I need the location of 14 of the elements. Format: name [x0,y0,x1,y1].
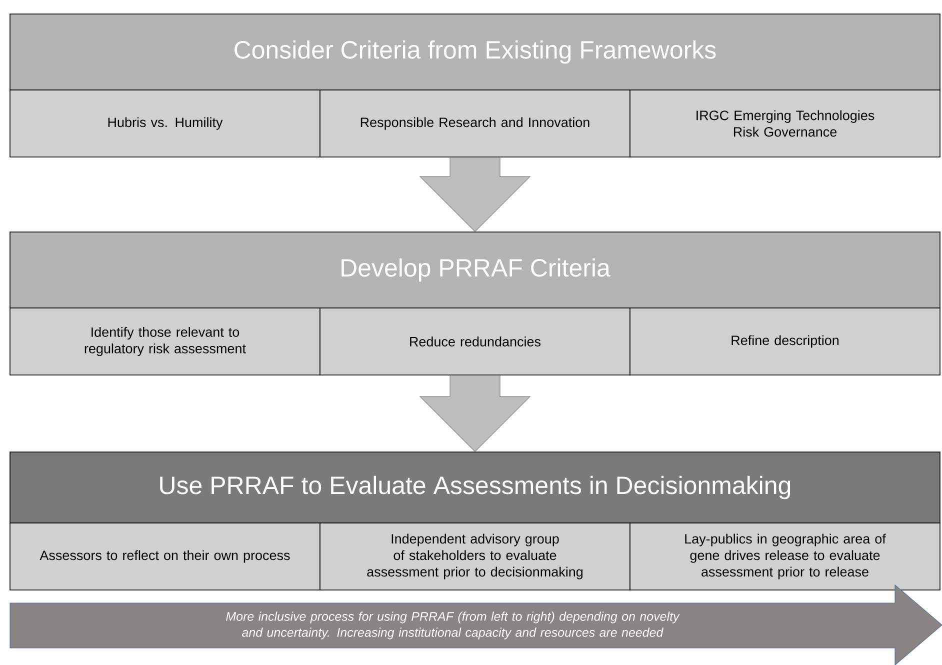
block-arrow [419,157,531,232]
text-cell: Independent advisory group of stakeholders to evaluate assessment prior to decisionmaking [320,522,630,590]
block-arrow [419,375,531,452]
text-cell: IRGC Emerging Technologies Risk Governance [630,90,940,158]
text-cell: Assessors to reflect on their own process [10,522,320,590]
text-cell: Lay-publics in geographic area of gene drives release to evaluate assessment prior to release [630,522,940,590]
header-band: Consider Criteria from Existing Frameworks [10,14,940,90]
header-band: Develop PRRAF Criteria [10,232,940,308]
text-cell: Hubris vs. Humility [10,90,320,158]
text-cell: Reduce redundancies [320,308,630,376]
header-band: Use PRRAF to Evaluate Assessments in Decisionmaking [10,452,940,524]
text-cell: Refine description [630,308,940,376]
text-cell: Responsible Research and Innovation [320,90,630,158]
text-cell: Identify those relevant to regulatory risk assessment [10,308,320,376]
